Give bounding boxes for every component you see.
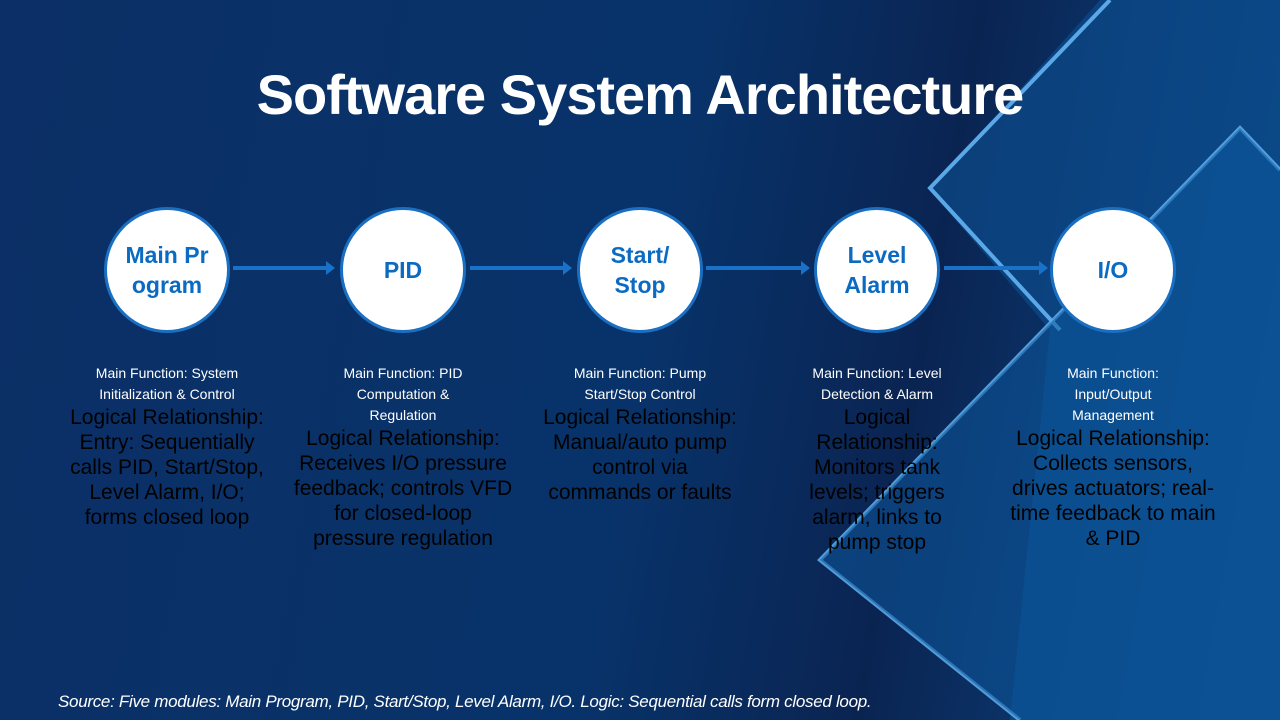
module-name: PID [383, 257, 423, 283]
module-function: Main Function: PID Computation & Regulat… [343, 365, 463, 423]
arrow-levelalarm-to-io [944, 261, 1048, 275]
module-logic: Logical Relationship: Monitors tank leve… [809, 406, 945, 554]
module-name: I/O [1097, 257, 1129, 283]
module-logic: Logical Relationship: Collects sensors, … [1010, 427, 1216, 550]
module-node: Start/ Stop [577, 207, 703, 333]
module-level-alarm: Level Alarm Main Function: Level Detecti… [762, 207, 992, 555]
module-logic: Logical Relationship: Entry: Sequentiall… [70, 406, 264, 529]
module-io: I/O Main Function: Input/Output Manageme… [998, 207, 1228, 551]
module-node: I/O [1050, 207, 1176, 333]
module-start-stop: Start/ Stop Main Function: Pump Start/St… [525, 207, 755, 505]
module-logic: Logical Relationship: Receives I/O press… [293, 427, 513, 550]
arrow-startstop-to-levelalarm [706, 261, 810, 275]
module-node: Main Program [104, 207, 230, 333]
module-function: Main Function: Level Detection & Alarm [812, 365, 942, 402]
module-function: Main Function: System Initialization & C… [95, 365, 239, 402]
module-node: PID [340, 207, 466, 333]
module-name: Level Alarm [844, 242, 910, 298]
module-name: Main Program [125, 242, 209, 298]
module-main-program: Main Program Main Function: System Initi… [52, 207, 282, 530]
arrow-main-to-pid [233, 261, 335, 275]
module-node: Level Alarm [814, 207, 940, 333]
module-name: Start/ Stop [610, 242, 670, 298]
module-pid: PID Main Function: PID Computation & Reg… [288, 207, 518, 551]
module-function: Main Function: Pump Start/Stop Control [573, 365, 707, 402]
arrow-pid-to-startstop [470, 261, 572, 275]
source-note: Source: Five modules: Main Program, PID,… [58, 692, 872, 711]
module-logic: Logical Relationship: Manual/auto pump c… [543, 406, 737, 504]
module-function: Main Function: Input/Output Management [1067, 365, 1159, 423]
page-title: Software System Architecture [256, 63, 1025, 126]
